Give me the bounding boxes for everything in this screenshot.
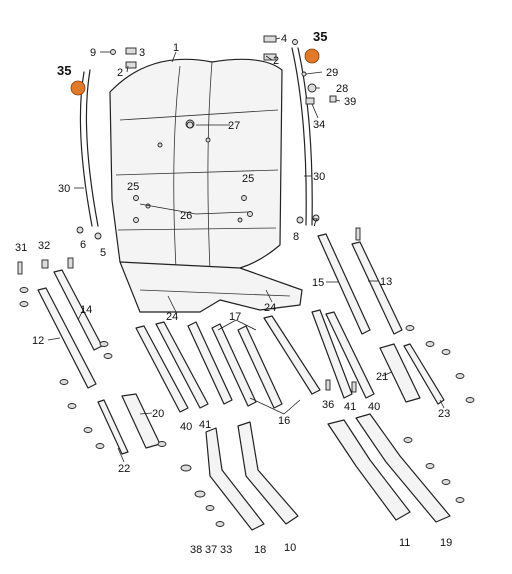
label-24-left: 24 (166, 311, 178, 323)
rail-18 (205, 427, 265, 531)
label-3: 3 (139, 47, 145, 59)
label-23: 23 (438, 408, 450, 420)
highlight-dot-left (70, 80, 86, 96)
label-31: 31 (15, 242, 27, 254)
bracket-41-right (311, 309, 353, 399)
label-30-right: 30 (313, 171, 325, 183)
label-28: 28 (336, 83, 348, 95)
label-10: 10 (284, 542, 296, 554)
label-35-right: 35 (313, 29, 327, 44)
label-36: 36 (322, 399, 334, 411)
top-hardware (110, 35, 337, 129)
bracket-41-left (155, 321, 209, 409)
label-1: 1 (173, 42, 179, 54)
label-22: 22 (118, 463, 130, 475)
highlight-dot-right (304, 48, 320, 64)
leader-lines (47, 37, 445, 463)
label-27: 27 (228, 120, 240, 132)
label-24-right: 24 (264, 302, 276, 314)
channel-20 (121, 393, 161, 449)
label-35-left: 35 (57, 63, 71, 78)
label-5: 5 (100, 247, 106, 259)
right-trim-rail (291, 47, 313, 226)
rail-10 (237, 421, 299, 525)
label-38: 38 (190, 544, 202, 556)
label-40-right: 40 (368, 401, 380, 413)
label-37: 37 (205, 544, 217, 556)
label-8: 8 (293, 231, 299, 243)
part-number-labels: 1 9 3 2 4 2 35 35 29 28 39 34 27 30 30 2… (15, 29, 452, 556)
label-39: 39 (344, 96, 356, 108)
bracket-40-left (135, 325, 189, 413)
label-32: 32 (38, 240, 50, 252)
label-21: 21 (376, 371, 388, 383)
label-11: 11 (399, 537, 410, 549)
bracket-40-right (325, 311, 375, 399)
rail-19 (355, 413, 451, 523)
bracket-14 (53, 269, 103, 351)
label-12: 12 (32, 335, 44, 347)
label-16: 16 (278, 415, 290, 427)
label-4: 4 (281, 33, 287, 45)
label-20: 20 (152, 408, 164, 420)
label-17: 17 (229, 311, 241, 323)
label-14: 14 (80, 304, 92, 316)
rail-11 (327, 419, 411, 521)
label-25-right: 25 (242, 173, 254, 185)
label-18: 18 (254, 544, 266, 556)
label-9: 9 (90, 47, 96, 59)
floor-strips-16-17 (187, 315, 321, 409)
label-41-left: 41 (199, 419, 211, 431)
channel-21 (379, 343, 421, 403)
label-6: 6 (80, 239, 86, 251)
label-40-left: 40 (180, 421, 192, 433)
fasteners-25-26 (76, 195, 320, 240)
label-19: 19 (440, 537, 452, 549)
label-2-left: 2 (117, 67, 123, 79)
label-13: 13 (380, 276, 392, 288)
label-30-left: 30 (58, 183, 70, 195)
bracket-12 (37, 287, 97, 389)
label-41-right: 41 (344, 401, 356, 413)
label-25-left: 25 (127, 181, 139, 193)
label-2-right: 2 (273, 55, 279, 67)
strip-23 (403, 343, 445, 405)
label-33: 33 (220, 544, 232, 556)
label-26: 26 (180, 210, 192, 222)
label-15: 15 (312, 277, 324, 289)
label-29: 29 (326, 67, 338, 79)
bracket-15 (317, 233, 371, 335)
strip-22 (97, 399, 129, 455)
left-trim-rail (79, 69, 99, 227)
scattered-hardware (17, 227, 475, 527)
label-7: 7 (312, 217, 318, 229)
bracket-13 (351, 241, 403, 335)
label-34: 34 (313, 119, 325, 131)
